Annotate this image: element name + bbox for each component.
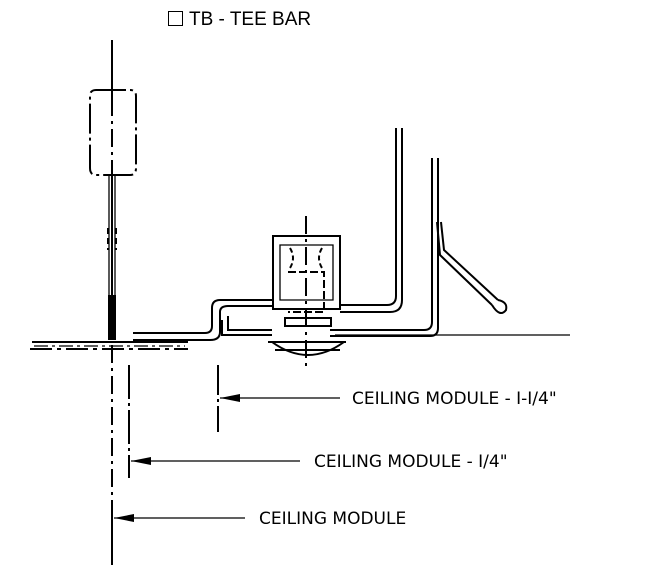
tee-bar-bulb xyxy=(89,89,137,300)
hanger-wire xyxy=(436,221,508,315)
dimension-3: CEILING MODULE xyxy=(114,509,406,529)
diagram-title: TB - TEE BAR xyxy=(168,9,311,31)
empty-square-icon xyxy=(168,11,183,26)
screw-assembly xyxy=(268,216,346,368)
dimension-label-2: CEILING MODULE - I/4" xyxy=(314,452,508,472)
diagram-title-text: TB - TEE BAR xyxy=(189,9,312,30)
vertical-brackets xyxy=(330,128,439,337)
dimension-label-3: CEILING MODULE xyxy=(259,509,406,529)
bracket-clip xyxy=(133,299,272,341)
dimension-1: CEILING MODULE - I-I/4" xyxy=(217,365,557,432)
dimension-label-1: CEILING MODULE - I-I/4" xyxy=(352,389,557,409)
dimension-2: CEILING MODULE - I/4" xyxy=(128,365,508,478)
tee-bar-flange xyxy=(30,295,188,350)
